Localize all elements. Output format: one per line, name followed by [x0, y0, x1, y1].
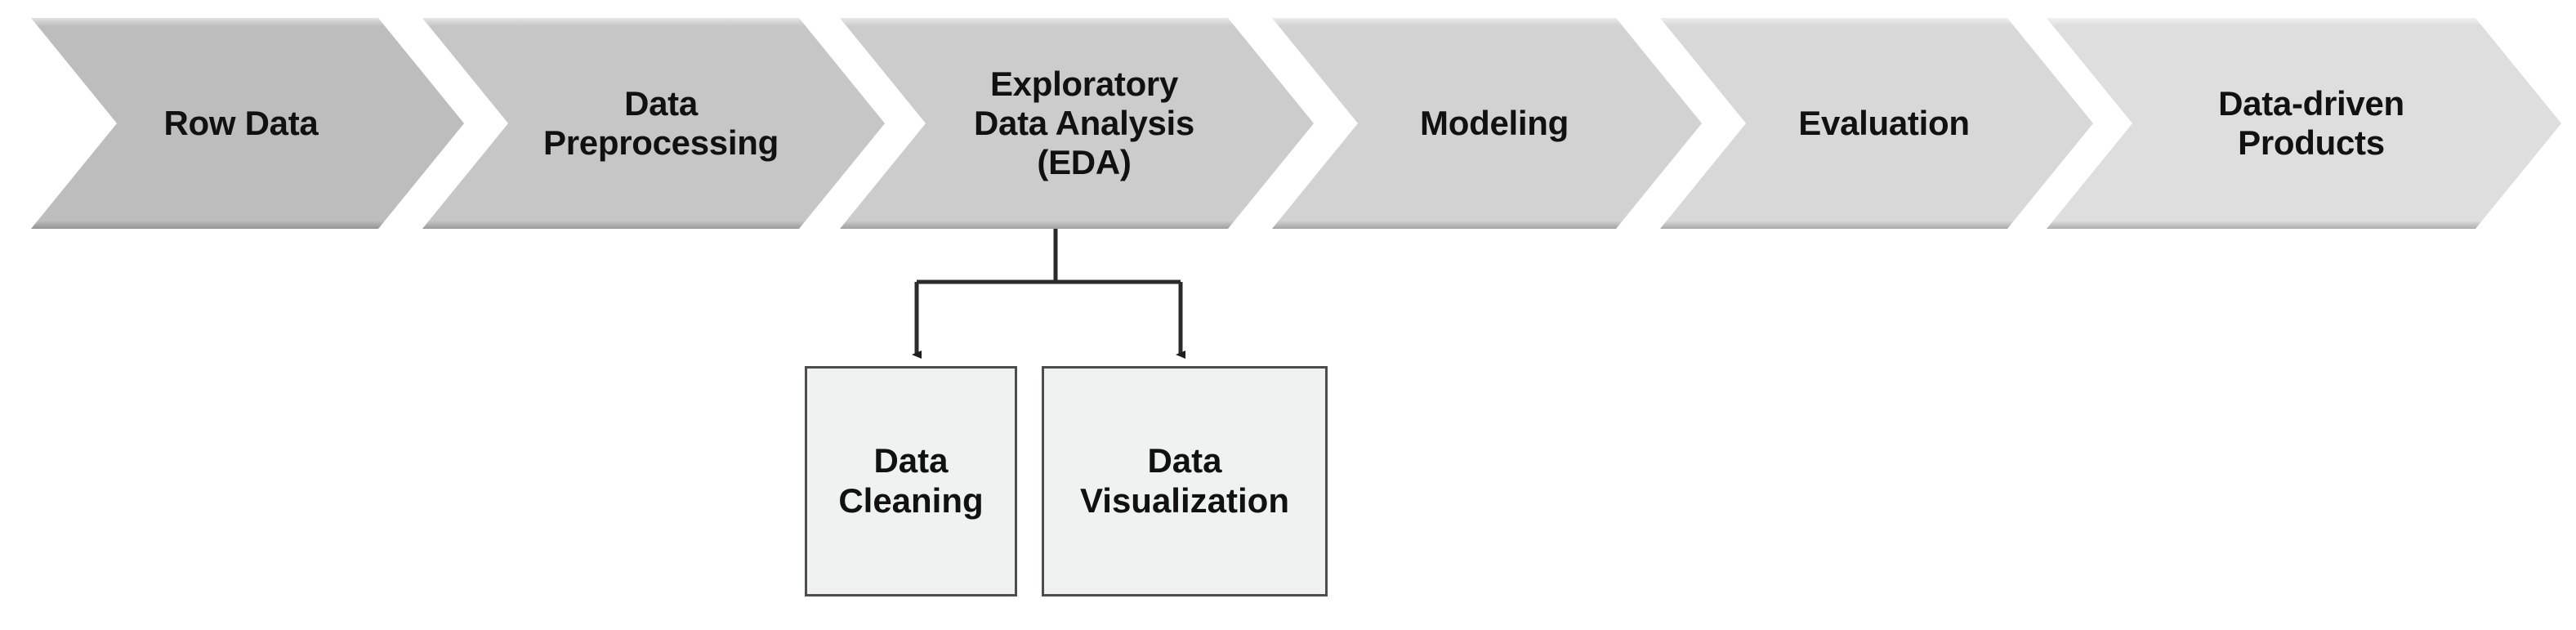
sub-node-data-visualization[interactable]: Data Visualization: [1042, 366, 1328, 596]
pipeline-stage-label: Exploratory Data Analysis (EDA): [973, 65, 1194, 181]
pipeline-stage-raw-data[interactable]: Row Data: [31, 18, 464, 229]
pipeline-stage-label: Evaluation: [1798, 104, 1970, 143]
pipeline-stage-label: Modeling: [1420, 104, 1569, 143]
pipeline-stage-preprocessing[interactable]: Data Preprocessing: [422, 18, 885, 229]
pipeline-stage-label: Data-driven Products: [2218, 84, 2404, 162]
pipeline-stage-modeling[interactable]: Modeling: [1272, 18, 1702, 229]
sub-node-data-cleaning[interactable]: Data Cleaning: [805, 366, 1017, 596]
sub-node-label: Data Cleaning: [838, 441, 984, 520]
pipeline-stage-label: Row Data: [163, 104, 319, 143]
sub-node-label: Data Visualization: [1080, 441, 1289, 520]
pipeline-stage-eda[interactable]: Exploratory Data Analysis (EDA): [840, 18, 1314, 229]
pipeline-stage-label: Data Preprocessing: [543, 84, 779, 162]
pipeline-stage-data-products[interactable]: Data-driven Products: [2047, 18, 2561, 229]
pipeline-stage-evaluation[interactable]: Evaluation: [1660, 18, 2093, 229]
